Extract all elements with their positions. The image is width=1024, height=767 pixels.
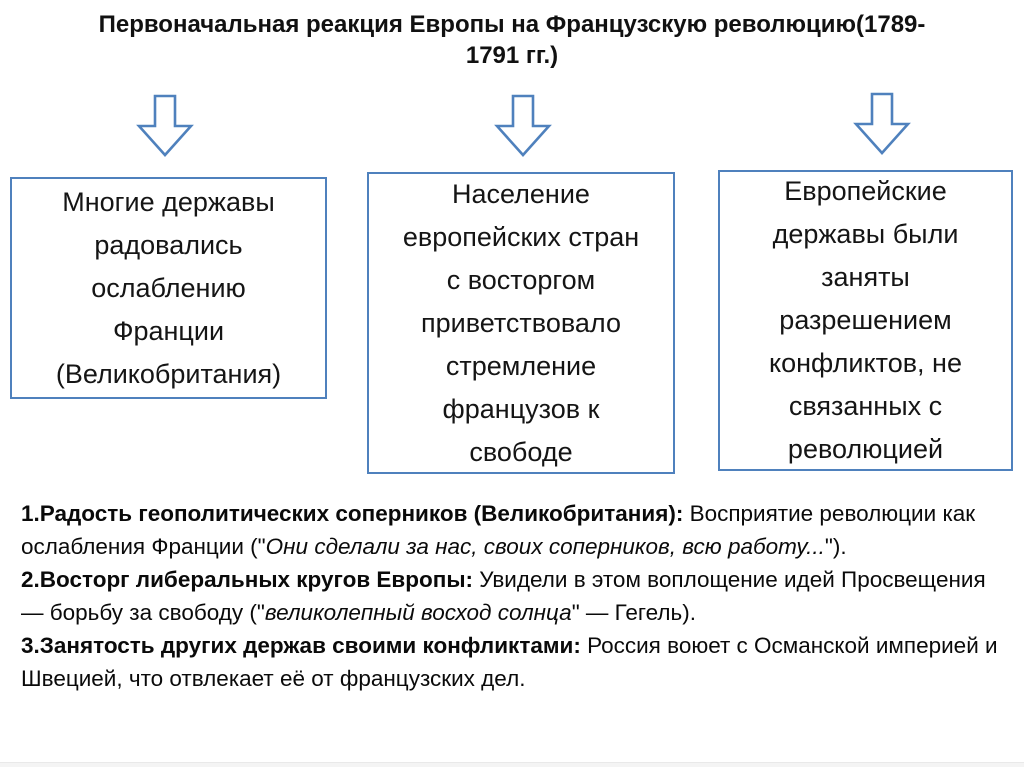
text-run: 1.Радость геополитических соперников (Ве…	[21, 501, 690, 526]
reaction-box-text: Население европейских стран с восторгом …	[402, 178, 640, 467]
text-run: 3.Занятость других держав своими конфлик…	[21, 633, 588, 658]
down-arrow-icon	[852, 92, 912, 156]
slide-bottom-divider	[0, 762, 1024, 767]
text-run: ").	[824, 534, 847, 559]
down-arrow-icon	[135, 94, 195, 158]
text-run: 2.Восторг либеральных кругов Европы:	[21, 567, 480, 592]
notes-section: 1.Радость геополитических соперников (Ве…	[21, 497, 1005, 695]
reaction-box-text: Европейские державы были заняты разрешен…	[769, 176, 962, 464]
reaction-box-rivals: Многие державы радовались ослаблению Фра…	[10, 177, 327, 399]
text-run: " — Гегель).	[571, 600, 696, 625]
reaction-box-population: Население европейских стран с восторгом …	[367, 172, 675, 474]
text-run: Россия воюет с Османской империей и Швец…	[21, 633, 998, 691]
reaction-box-conflicts: Европейские державы были заняты разрешен…	[718, 170, 1013, 471]
reaction-box-text: Многие державы радовались ослаблению Фра…	[55, 186, 282, 389]
text-run: Они сделали за нас, своих соперников, вс…	[265, 534, 825, 559]
page-title: Первоначальная реакция Европы на Француз…	[98, 11, 926, 69]
note-paragraph-2: 2.Восторг либеральных кругов Европы: Уви…	[21, 563, 1005, 629]
note-paragraph-1: 1.Радость геополитических соперников (Ве…	[21, 497, 1005, 563]
note-paragraph-3: 3.Занятость других держав своими конфлик…	[21, 629, 1005, 695]
text-run: Увидели в этом воплощение идей Просвещен…	[21, 567, 986, 625]
text-run: Восприятие революции как ослабления Фран…	[21, 501, 976, 559]
text-run: великолепный восход солнца	[264, 600, 572, 625]
down-arrow-icon	[493, 94, 553, 158]
